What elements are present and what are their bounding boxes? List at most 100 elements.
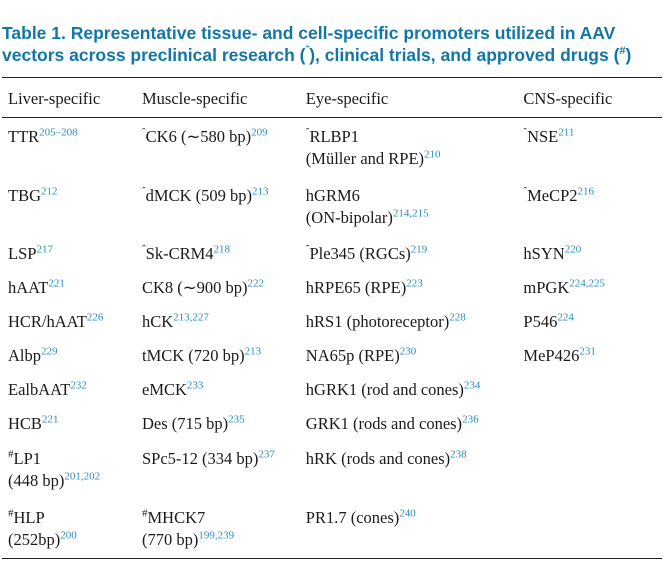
promoter-name: Ple345 (RGCs): [309, 244, 411, 263]
column-header: Liver-specific: [2, 77, 128, 118]
reference-link: 212: [41, 185, 58, 198]
promoter-detail-line: (252bp)200: [8, 529, 122, 551]
promoter-detail: (448 bp): [8, 471, 65, 490]
table-cell: [509, 499, 662, 559]
reference-link: 237: [258, 448, 275, 461]
promoter-name: mPGK: [523, 278, 570, 297]
reference-link: 221: [48, 277, 65, 290]
reference-link: 213,227: [173, 311, 209, 324]
caption-text: Table 1. Representative tissue- and cell…: [2, 23, 616, 65]
promoter-name: HLP: [13, 508, 45, 527]
status-mark: ˆ: [142, 243, 146, 256]
reference-link: 213: [252, 185, 269, 198]
table-caption: Table 1. Representative tissue- and cell…: [2, 22, 664, 66]
status-mark: ˆ: [142, 126, 146, 139]
reference-link: 224,225: [569, 277, 606, 290]
table-cell: hCK213,227: [128, 304, 292, 338]
reference-link: 218: [213, 243, 231, 256]
promoter-name: MeCP2: [527, 186, 578, 205]
table-cell: [509, 406, 662, 440]
table-cell: eMCK233: [128, 372, 292, 406]
reference-link: 232: [70, 379, 87, 392]
reference-link: 228: [449, 311, 466, 324]
promoter-name: dMCK (509 bp): [145, 186, 253, 205]
table-cell: hRK (rods and cones)238: [292, 440, 510, 499]
promoter-name: NA65p (RPE): [305, 346, 400, 365]
promoter-detail-line: (Müller and RPE)210: [306, 148, 504, 170]
reference-link: 235: [228, 413, 245, 426]
caption-text-mid: ), clinical trials, and approved drugs (: [309, 45, 620, 65]
reference-link: 209: [251, 126, 268, 139]
reference-link: 214,215: [392, 207, 429, 220]
table-cell: NA65p (RPE)230: [292, 338, 510, 372]
promoter-name: EalbAAT: [8, 380, 71, 399]
promoter-name: hSYN: [523, 244, 565, 263]
promoter-detail: (ON-bipolar): [305, 208, 393, 227]
promoter-name: hGRM6: [305, 186, 360, 205]
table-cell: TBG212: [2, 177, 128, 236]
promoter-name: LP1: [13, 449, 42, 468]
promoter-name: CK6 (∼580 bp): [145, 127, 252, 146]
reference-link: 230: [399, 345, 417, 358]
reference-link: 221: [41, 413, 59, 426]
reference-link: 226: [86, 311, 104, 324]
column-header: Eye-specific: [291, 77, 510, 118]
header-row: Liver-specific Muscle-specific Eye-speci…: [2, 77, 662, 118]
table-cell: hRPE65 (RPE)223: [292, 270, 510, 304]
reference-link: 234: [463, 379, 481, 392]
table-cell: ˆCK6 (∼580 bp)209: [128, 118, 292, 178]
promoter-name: hRK (rods and cones): [305, 449, 451, 468]
reference-link: 233: [186, 379, 204, 392]
reference-link: 211: [558, 126, 575, 139]
table-cell: TTR205–208: [2, 118, 128, 178]
table-cell: ˆSk-CRM4218: [128, 236, 292, 270]
table-cell: EalbAAT232: [2, 372, 128, 406]
reference-link: 229: [41, 345, 58, 358]
reference-link: 236: [462, 413, 479, 426]
promoter-name: PR1.7 (cones): [305, 508, 400, 527]
status-mark: ˆ: [305, 126, 310, 139]
reference-link: 210: [424, 148, 441, 161]
table-cell: ˆPle345 (RGCs)219: [292, 236, 510, 270]
approved-mark: #: [619, 45, 626, 58]
promoter-name: eMCK: [142, 380, 187, 399]
table-cell: HCR/hAAT226: [2, 304, 128, 338]
preclinical-mark: ˆ: [305, 45, 310, 58]
promoter-name: hCK: [142, 312, 174, 331]
promoter-name: MeP426: [523, 346, 580, 365]
caption-text-end: ): [625, 45, 632, 65]
promoter-name: P546: [523, 312, 558, 331]
reference-link: 217: [36, 243, 53, 256]
table-cell: hRS1 (photoreceptor)228: [292, 304, 510, 338]
promoter-name: CK8 (∼900 bp): [142, 278, 248, 297]
reference-link: 240: [399, 507, 416, 520]
table-cell: ˆRLBP1(Müller and RPE)210: [292, 118, 510, 178]
table-cell: CK8 (∼900 bp)222: [128, 270, 292, 304]
reference-link: 205–208: [39, 126, 78, 139]
table-cell: #LP1(448 bp)201,202: [2, 440, 128, 499]
promoter-detail-line: (770 bp)199,239: [142, 529, 286, 551]
promoter-name: hAAT: [8, 278, 49, 297]
promoter-detail: (252bp): [8, 530, 61, 549]
table-cell: SPc5-12 (334 bp)237: [128, 440, 292, 499]
promoter-name: Des (715 bp): [142, 414, 229, 433]
table-cell: hGRM6 (ON-bipolar)214,215: [292, 177, 510, 236]
table-cell: [509, 372, 662, 406]
reference-link: 224: [557, 311, 574, 324]
table-cell: P546224: [509, 304, 662, 338]
promoter-name: GRK1 (rods and cones): [305, 414, 463, 433]
status-mark: ˆ: [523, 185, 528, 198]
table-row: TBG212 ˆ dMCK (509 bp)213 hGRM6 (ON-bipolar)…: [2, 177, 662, 236]
column-header: CNS-specific: [509, 77, 662, 118]
promoter-name: SPc5-12 (334 bp): [142, 449, 259, 468]
promoter-name: hGRK1 (rod and cones): [305, 380, 464, 399]
table-cell: Des (715 bp)235: [128, 406, 292, 440]
status-mark: ˆ: [523, 126, 528, 139]
